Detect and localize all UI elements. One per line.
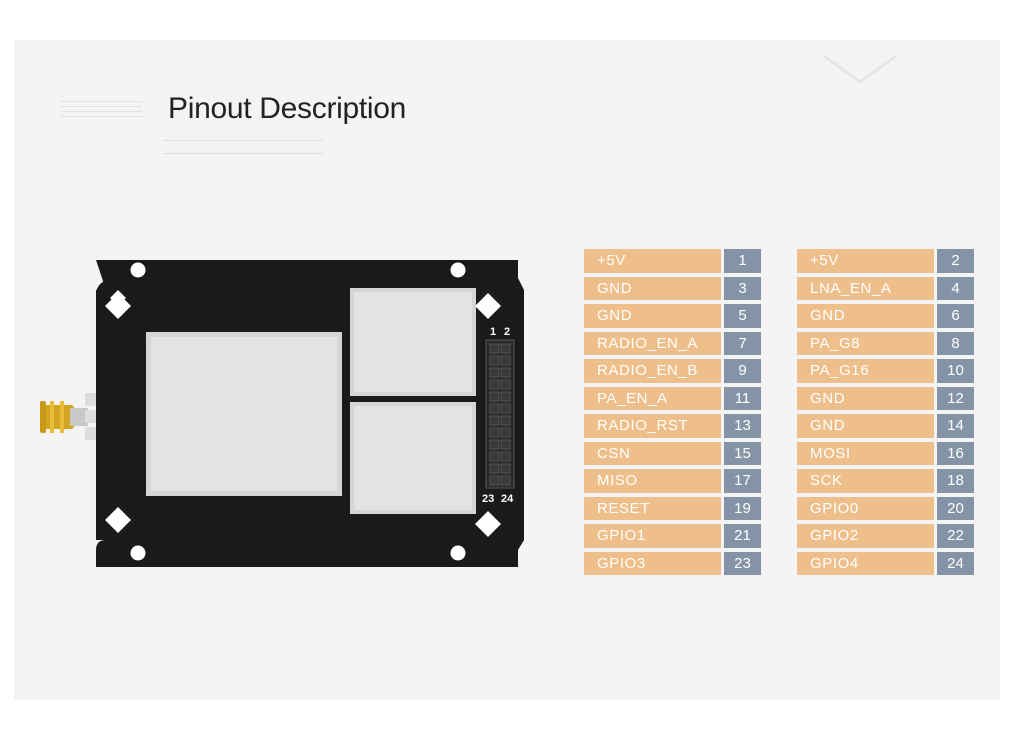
pin-name: GND bbox=[584, 276, 721, 300]
pin-name: GND bbox=[584, 304, 721, 328]
pin-name: +5V bbox=[584, 249, 721, 273]
pin-name: GND bbox=[797, 304, 934, 328]
page-title: Pinout Description bbox=[168, 92, 407, 125]
pin-number: 2 bbox=[937, 249, 974, 273]
pin-name: RESET bbox=[584, 496, 721, 520]
header-label-23: 23 bbox=[482, 493, 494, 505]
header-label-1: 1 bbox=[490, 326, 496, 338]
pin-name: SCK bbox=[797, 469, 934, 493]
pin-number: 22 bbox=[937, 524, 974, 548]
pin-name: GPIO4 bbox=[797, 551, 934, 575]
pin-name: GND bbox=[797, 386, 934, 410]
pin-name: RADIO_EN_A bbox=[584, 331, 721, 355]
pin-number: 1 bbox=[724, 249, 761, 273]
pin-number: 16 bbox=[937, 441, 974, 465]
module-board-illustration: 1 2 23 24 bbox=[40, 260, 524, 567]
pin-number: 10 bbox=[937, 359, 974, 383]
pin-number: 13 bbox=[724, 414, 761, 438]
pin-name: RADIO_EN_B bbox=[584, 359, 721, 383]
pin-number: 19 bbox=[724, 496, 761, 520]
pin-number: 4 bbox=[937, 276, 974, 300]
pin-name: GPIO1 bbox=[584, 524, 721, 548]
pin-number: 15 bbox=[724, 441, 761, 465]
pin-number: 17 bbox=[724, 469, 761, 493]
pin-number: 11 bbox=[724, 386, 761, 410]
pin-name: MISO bbox=[584, 469, 721, 493]
pin-name: GPIO3 bbox=[584, 551, 721, 575]
pin-name: GND bbox=[797, 414, 934, 438]
pin-header bbox=[489, 343, 511, 486]
pin-number: 7 bbox=[724, 331, 761, 355]
pin-number: 24 bbox=[937, 551, 974, 575]
pin-number: 18 bbox=[937, 469, 974, 493]
chevron-down-icon bbox=[823, 54, 897, 84]
pin-name: GPIO0 bbox=[797, 496, 934, 520]
pin-name: PA_EN_A bbox=[584, 386, 721, 410]
pin-name: +5V bbox=[797, 249, 934, 273]
pin-name: CSN bbox=[584, 441, 721, 465]
pin-number: 6 bbox=[937, 304, 974, 328]
pin-number: 21 bbox=[724, 524, 761, 548]
pin-number: 9 bbox=[724, 359, 761, 383]
title-underline bbox=[163, 140, 323, 158]
pin-name: PA_G16 bbox=[797, 359, 934, 383]
pin-number: 23 bbox=[724, 551, 761, 575]
pin-name: PA_G8 bbox=[797, 331, 934, 355]
pin-number: 5 bbox=[724, 304, 761, 328]
pin-number: 14 bbox=[937, 414, 974, 438]
pin-name: LNA_EN_A bbox=[797, 276, 934, 300]
pin-number: 8 bbox=[937, 331, 974, 355]
header-label-2: 2 bbox=[504, 326, 510, 338]
pin-name: MOSI bbox=[797, 441, 934, 465]
decorative-lines bbox=[60, 101, 142, 121]
header-label-24: 24 bbox=[501, 493, 514, 505]
pin-number: 12 bbox=[937, 386, 974, 410]
pin-number: 20 bbox=[937, 496, 974, 520]
pin-name: RADIO_RST bbox=[584, 414, 721, 438]
pin-number: 3 bbox=[724, 276, 761, 300]
pin-name: GPIO2 bbox=[797, 524, 934, 548]
